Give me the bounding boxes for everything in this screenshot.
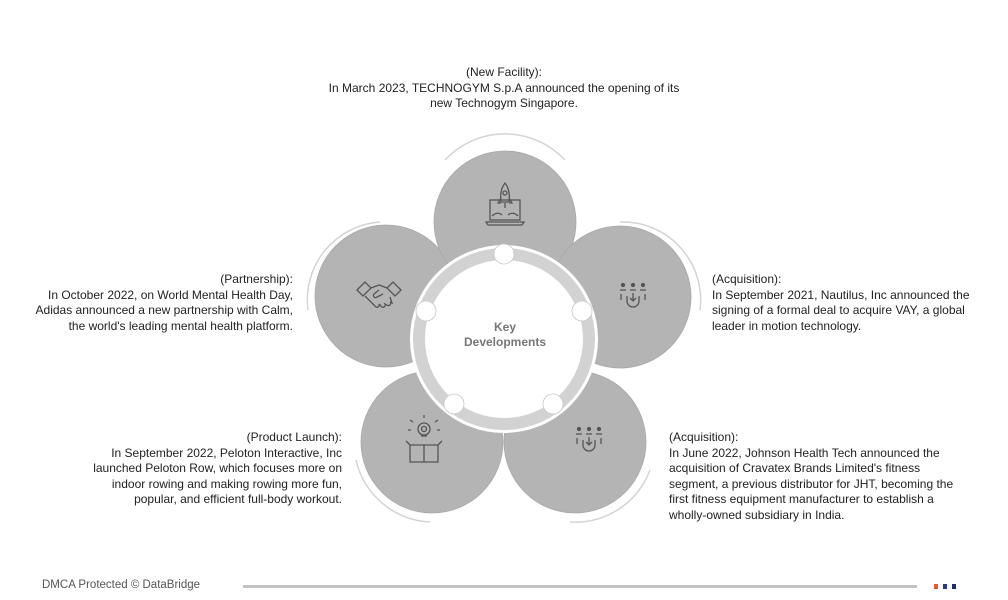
item-title: (Acquisition): — [669, 430, 739, 444]
ring-node — [493, 243, 515, 265]
item-text: In March 2023, TECHNOGYM S.p.A announced… — [328, 80, 680, 95]
outer-arc-bottom-right — [569, 469, 651, 523]
handshake-icon — [356, 281, 402, 308]
item-text: acquisition of Cravatex Brands Limited's… — [669, 461, 921, 475]
brand-square-navy — [952, 584, 956, 589]
item-title: (Acquisition): — [712, 272, 782, 286]
center-label-line2: Developments — [464, 335, 546, 349]
item-text: In June 2022, Johnson Health Tech announ… — [669, 445, 940, 460]
ring-node — [571, 300, 593, 322]
item-text: new Technogym Singapore. — [430, 96, 578, 110]
item-text: In September 2022, Peloton Interactive, … — [111, 445, 342, 460]
outer-arc-left — [306, 221, 381, 311]
item-text: segment, a previous distributor for JHT,… — [669, 476, 954, 491]
ring-node — [542, 393, 564, 415]
outer-arc-right — [619, 221, 702, 311]
brand-square-orange — [934, 584, 938, 589]
idea-box-icon — [405, 415, 443, 463]
item-text: first fitness equipment manufacturer to … — [669, 492, 934, 506]
ring-node — [415, 300, 437, 322]
item-acquisition-johnson: (Acquisition): In June 2022, Johnson Hea… — [669, 430, 953, 523]
item-acquisition-nautilus: (Acquisition): In September 2021, Nautil… — [712, 272, 970, 334]
item-text: indoor rowing and making rowing more fun… — [111, 476, 342, 491]
outer-arc-bottom-left — [355, 459, 431, 523]
brand-square-blue — [943, 584, 947, 589]
center-disc — [426, 261, 582, 417]
center-label-line1: Key — [494, 320, 516, 334]
item-text: the world's leading mental health platfo… — [68, 318, 293, 333]
people-magnet-icon — [576, 426, 602, 452]
item-title: (Partnership): — [220, 272, 293, 286]
footer-copyright: DMCA Protected © DataBridge — [42, 579, 201, 591]
ring-node — [443, 393, 465, 415]
outer-arc-top — [444, 133, 566, 161]
people-magnet-icon — [620, 282, 646, 308]
item-title: (Product Launch): — [246, 430, 342, 444]
item-text: In September 2021, Nautilus, Inc announc… — [712, 287, 970, 302]
item-new-facility: (New Facility): In March 2023, TECHNOGYM… — [304, 65, 704, 112]
item-text: Adidas announced a new partnership with … — [35, 303, 293, 317]
item-text: launched Peloton Row, which focuses more… — [93, 461, 342, 475]
item-text: wholly-owned subsidiary in India. — [669, 507, 845, 522]
item-text: In October 2022, on World Mental Health … — [47, 287, 293, 302]
rocket-laptop-icon — [484, 181, 526, 226]
item-text: leader in motion technology. — [712, 318, 862, 333]
footer-divider — [243, 585, 917, 588]
item-title: (New Facility): — [465, 65, 542, 79]
item-product-launch: (Product Launch): In September 2022, Pel… — [93, 430, 342, 508]
item-text: signing of a formal deal to acquire VAY,… — [712, 303, 965, 317]
item-partnership: (Partnership): In October 2022, on World… — [36, 272, 293, 334]
item-text: popular, and efficient full-body workout… — [134, 492, 342, 506]
